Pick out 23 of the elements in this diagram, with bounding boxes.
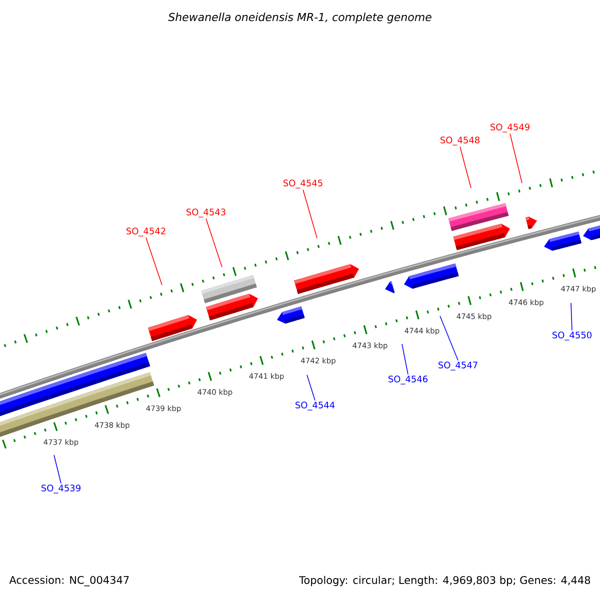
gene-label: SO_4539 [42,484,80,494]
leader-line [570,302,572,331]
leader-line [146,237,162,286]
leader-line [402,344,408,375]
gene-label: SO_4543 [186,208,226,218]
leader-line [306,374,316,401]
footer-text: Accession: NC_004347 [9,576,129,586]
gene-label: SO_4544 [296,402,335,410]
leader-line [54,454,62,484]
gene-label: SO_4545 [284,180,322,188]
footer-text: Topology: circular; Length: 4,969,803 bp; Genes: 4,448 [299,576,590,586]
gene-label: SO_4546 [388,376,428,384]
leader-line [302,189,318,238]
gene-label: SO_4542 [126,228,166,236]
leader-line [206,218,222,268]
gene-label: SO_4548 [440,136,480,146]
leader-line [510,133,522,184]
gene-label: SO_4550 [552,332,592,340]
gene-label: SO_4549 [490,124,530,132]
leader-line [440,316,458,361]
leader-line [460,146,472,188]
title: Shewanella oneidensis MR-1, complete genome [168,12,432,24]
gene-label: SO_4547 [438,362,478,370]
